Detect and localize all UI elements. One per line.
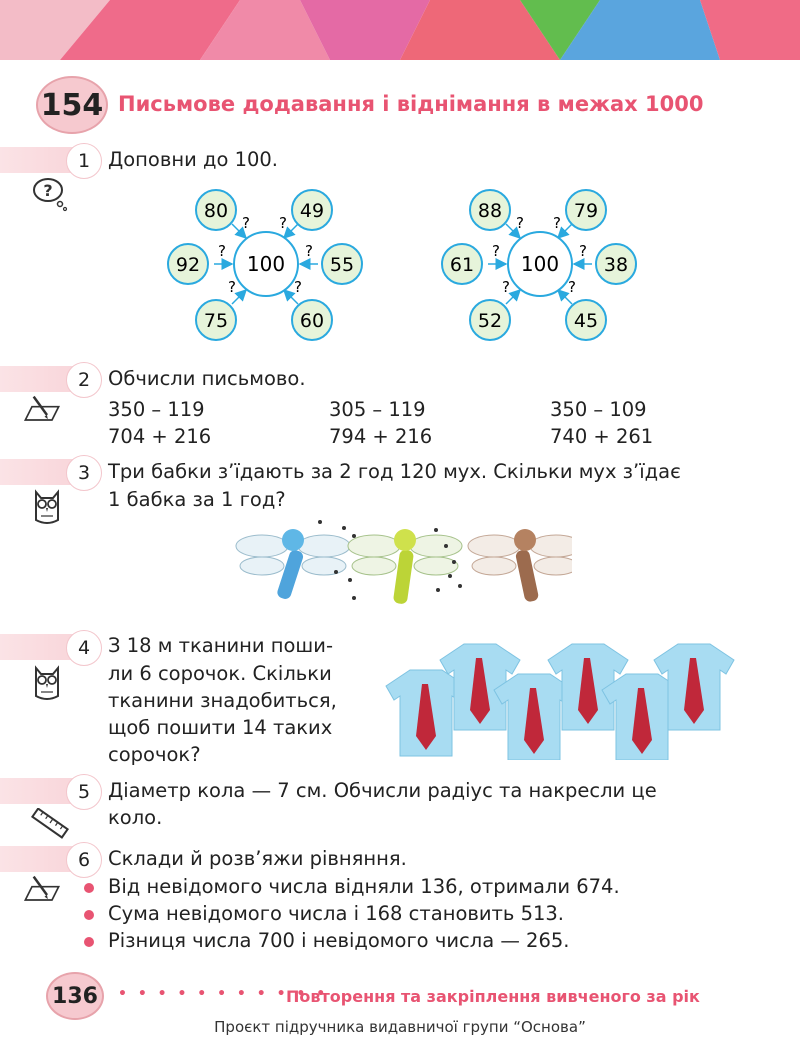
diagram-a-value: 92: [176, 254, 200, 276]
bullet: [84, 883, 94, 893]
diagram-a: 100 80 49 92 55 75 60 ? ? ? ? ? ?: [167, 189, 363, 341]
pencil-notebook-icon: [23, 395, 61, 421]
svg-text:?: ?: [43, 181, 52, 200]
bullet: [84, 910, 94, 920]
page-number: 136: [46, 972, 104, 1020]
expression: 350 – 119: [108, 398, 205, 421]
shirt: [493, 673, 575, 760]
question-mark: ?: [568, 278, 576, 296]
question-mark: ?: [305, 242, 313, 260]
equation-item: Сума невідомого числа і 168 становить 51…: [108, 902, 565, 925]
shirt: [385, 669, 467, 757]
question-mark: ?: [579, 242, 587, 260]
question-mark: ?: [279, 214, 287, 232]
shirt: [601, 673, 683, 760]
task-5-line-2: коло.: [108, 806, 163, 829]
task-number-2: 2: [66, 362, 102, 398]
pencil-notebook-icon: [23, 875, 61, 901]
expression: 704 + 216: [108, 425, 212, 448]
shirt: [653, 643, 735, 731]
question-mark: ?: [553, 214, 561, 232]
dragonflies-illustration: [235, 520, 572, 604]
task-4-line: сорочок?: [108, 743, 201, 766]
question-mark: ?: [228, 278, 236, 296]
shirt: [547, 643, 629, 731]
task-4-line: щоб пошити 14 таких: [108, 716, 333, 739]
diagram-b-value: 61: [450, 254, 474, 276]
task-number-1: 1: [66, 143, 102, 179]
question-mark: ?: [242, 214, 250, 232]
task-number-6: 6: [66, 842, 102, 878]
task-4-line: тканини знадобиться,: [108, 689, 337, 712]
diagram-b-center: 100: [521, 252, 559, 276]
expression: 740 + 261: [550, 425, 654, 448]
expression: 350 – 109: [550, 398, 647, 421]
diagram-b-value: 79: [574, 200, 598, 222]
publisher-credit: Проєкт підручника видавничої групи “Осно…: [214, 1018, 586, 1036]
ruler-icon: [30, 808, 70, 839]
flies: [318, 520, 462, 600]
bullet: [84, 937, 94, 947]
diagram-a-value: 55: [330, 254, 354, 276]
question-mark: ?: [294, 278, 302, 296]
owl-icon: [35, 665, 59, 700]
diagram-b-value: 88: [478, 200, 502, 222]
task-number-4: 4: [66, 630, 102, 666]
owl-icon: [35, 489, 59, 524]
lesson-number: 154: [36, 76, 108, 134]
dragonfly-yellow: [347, 529, 463, 604]
task-number-5: 5: [66, 774, 102, 810]
question-mark: ?: [218, 242, 226, 260]
shirt: [439, 643, 521, 731]
task-5-line-1: Діаметр кола — 7 см. Обчисли радіус та н…: [108, 779, 657, 802]
diagram-b-value: 45: [574, 310, 598, 332]
diagram-a-value: 80: [204, 200, 228, 222]
equation-item: Різниця числа 700 і невідомого числа — 2…: [108, 929, 570, 952]
equation-item: Від невідомого числа відняли 136, отрима…: [108, 875, 620, 898]
task-2-text: Обчисли письмово.: [108, 367, 306, 390]
expression: 305 – 119: [329, 398, 426, 421]
footer-dots: • • • • • • • • • • •: [118, 986, 329, 1002]
diagram-a-value: 60: [300, 310, 324, 332]
diagram-a-value: 49: [300, 200, 324, 222]
task-3-line-2: 1 бабка за 1 год?: [108, 488, 286, 511]
task-1-text: Доповни до 100.: [108, 148, 278, 171]
task-number-3: 3: [66, 455, 102, 491]
page-title: Письмове додавання і віднімання в межах …: [118, 92, 704, 116]
shirts-illustration: [385, 643, 735, 760]
complement-diagrams: 100 80 49 92 55 75 60 ? ? ? ? ? ? 100 88: [167, 189, 637, 341]
header-banner: [0, 0, 800, 60]
task-3-line-1: Три бабки з’їдають за 2 год 120 мух. Скі…: [108, 460, 681, 483]
thinking-bubble-icon: ?: [33, 178, 68, 212]
expression: 794 + 216: [329, 425, 433, 448]
task-4-line: З 18 м тканини поши-: [108, 634, 333, 657]
diagram-b-value: 52: [478, 310, 502, 332]
diagram-b-value: 38: [604, 254, 628, 276]
dragonfly-blue: [235, 529, 351, 599]
section-title: Повторення та закріплення вивченого за р…: [286, 987, 700, 1006]
dragonfly-brown: [467, 529, 572, 602]
task-6-text: Склади й розв’яжи рівняння.: [108, 847, 407, 870]
task-4-line: ли 6 сорочок. Скільки: [108, 662, 332, 685]
diagram-b: 100 88 79 61 38 52 45 ? ? ? ? ? ?: [441, 189, 637, 341]
question-mark: ?: [492, 242, 500, 260]
diagram-a-center: 100: [247, 252, 285, 276]
diagram-a-value: 75: [204, 310, 228, 332]
question-mark: ?: [516, 214, 524, 232]
question-mark: ?: [502, 278, 510, 296]
